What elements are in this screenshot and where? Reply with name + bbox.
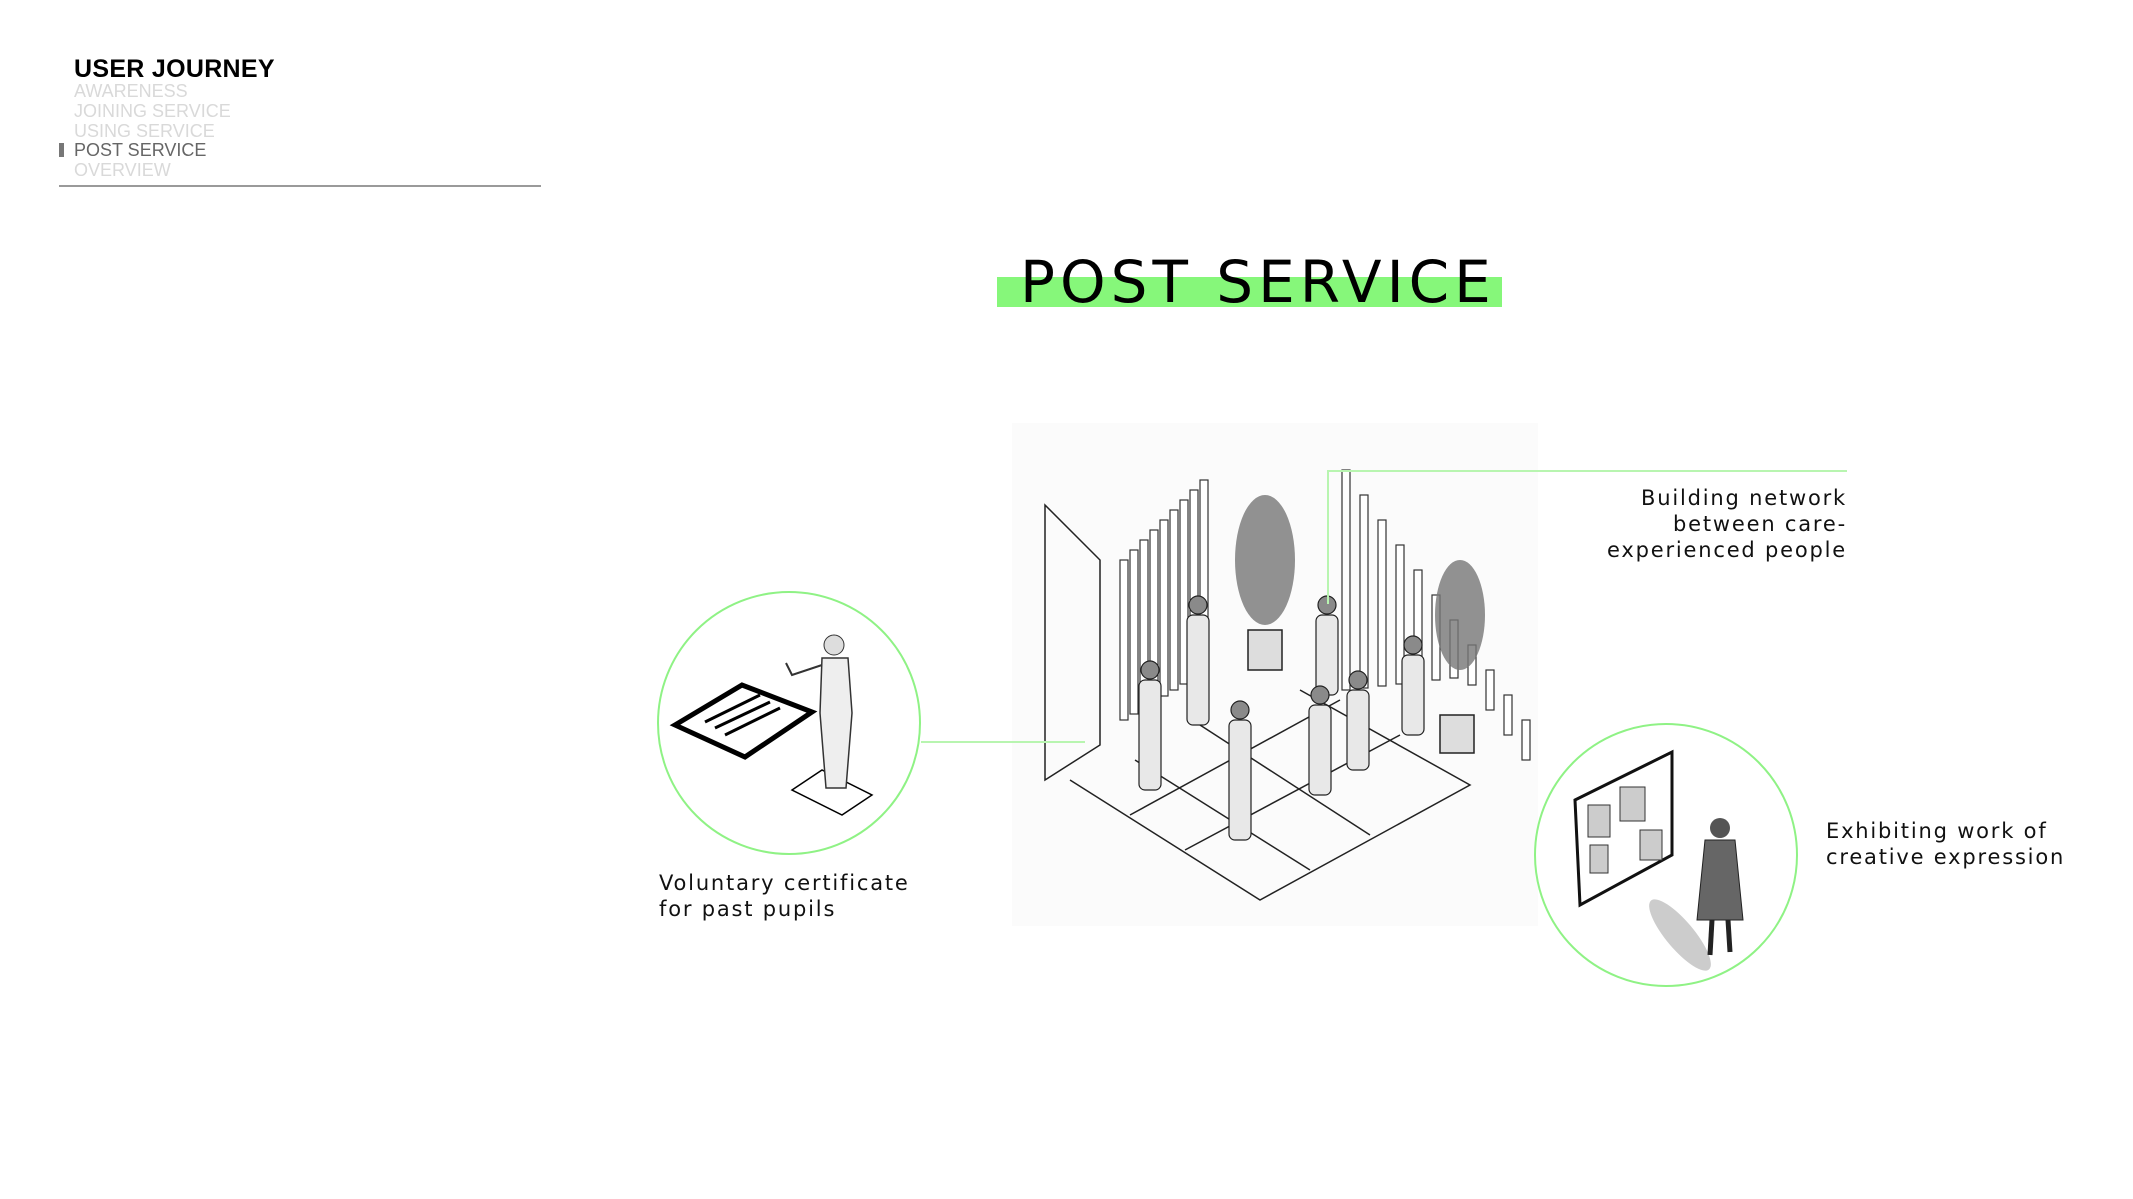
person-body <box>1186 614 1210 726</box>
exhibit-caption: Exhibiting work of creative expression <box>1826 818 2126 870</box>
title-highlight <box>997 277 1502 307</box>
nav-item-using-service[interactable]: USING SERVICE <box>74 121 215 141</box>
caption-line: Building network <box>1641 486 1847 510</box>
column-slat <box>1129 549 1139 715</box>
column-slat <box>1359 494 1369 689</box>
person-head <box>1310 685 1330 705</box>
nav-divider <box>59 185 541 187</box>
nav-item-awareness[interactable]: AWARENESS <box>74 81 188 101</box>
person-head <box>1348 670 1368 690</box>
column-slat <box>1503 694 1513 736</box>
person-body <box>1315 614 1339 696</box>
caption-line: for past pupils <box>659 897 837 921</box>
nav-item-overview[interactable]: OVERVIEW <box>74 160 171 180</box>
person-body <box>1308 704 1332 796</box>
person-body <box>1401 654 1425 736</box>
person-head <box>1230 700 1250 720</box>
certificate-caption: Voluntary certificate for past pupils <box>659 870 999 922</box>
caption-line: experienced people <box>1607 538 1847 562</box>
nav-item-joining-service[interactable]: JOINING SERVICE <box>74 101 231 121</box>
caption-line: creative expression <box>1826 845 2066 869</box>
column-slat <box>1119 559 1129 721</box>
person-head <box>1140 660 1160 680</box>
nav-title: USER JOURNEY <box>74 55 275 83</box>
caption-line: Voluntary certificate <box>659 871 910 895</box>
nav-item-post-service[interactable]: POST SERVICE <box>74 140 207 160</box>
caption-line: Exhibiting work of <box>1826 819 2048 843</box>
column-slat <box>1485 669 1495 711</box>
network-caption: Building network between care- experienc… <box>1527 485 1847 563</box>
column-slat <box>1179 499 1189 685</box>
column-slat <box>1395 544 1405 685</box>
caption-line: between care- <box>1673 512 1847 536</box>
page-title: POST SERVICE <box>1020 248 1496 316</box>
exhibit-illustration <box>1534 723 1798 987</box>
column-slat <box>1159 519 1169 697</box>
active-nav-marker <box>59 143 64 157</box>
person-head <box>1403 635 1423 655</box>
column-slat <box>1169 509 1179 691</box>
person-body <box>1138 679 1162 791</box>
column-slat <box>1341 469 1351 691</box>
network-leader-line <box>1327 470 1847 604</box>
person-body <box>1228 719 1252 841</box>
column-slat <box>1521 719 1531 761</box>
certificate-illustration <box>657 591 921 855</box>
group-scene-illustration <box>1012 423 1538 926</box>
person-body <box>1346 689 1370 771</box>
column-slat <box>1377 519 1387 687</box>
person-head <box>1188 595 1208 615</box>
